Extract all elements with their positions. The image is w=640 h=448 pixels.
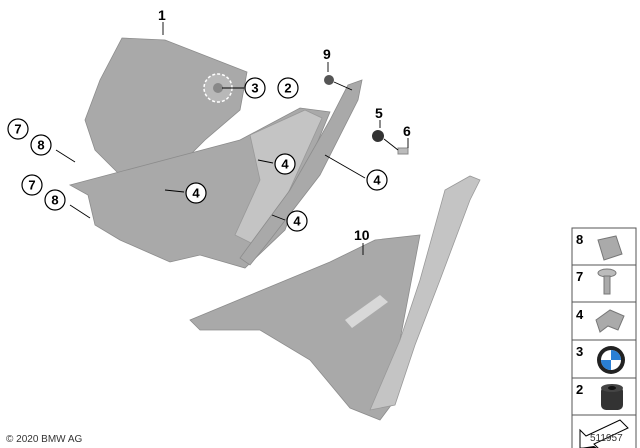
- svg-text:7: 7: [28, 178, 35, 193]
- svg-text:4: 4: [192, 186, 200, 201]
- legend-number-8: 8: [576, 232, 583, 247]
- part-6-screw: [397, 147, 409, 155]
- callout-3: 3: [244, 77, 266, 99]
- svg-text:4: 4: [373, 173, 381, 188]
- part-5-grommet: [372, 130, 384, 142]
- spring-clip-icon: [595, 309, 625, 333]
- svg-text:2: 2: [284, 81, 291, 96]
- svg-text:7: 7: [14, 122, 21, 137]
- leader-lines: [55, 22, 409, 255]
- svg-text:8: 8: [51, 193, 58, 208]
- screw-icon: [597, 268, 617, 295]
- callout-4: 4: [185, 182, 207, 204]
- part-1-cover: [84, 37, 248, 176]
- legend-number-3: 3: [576, 344, 583, 359]
- callout-4: 4: [274, 153, 296, 175]
- svg-text:8: 8: [37, 138, 44, 153]
- copyright: © 2020 BMW AG: [6, 434, 83, 445]
- callout-4: 4: [286, 210, 308, 232]
- callout-2: 2: [277, 77, 299, 99]
- legend-number-4: 4: [576, 307, 584, 322]
- svg-text:4: 4: [281, 157, 289, 172]
- legend-number-7: 7: [576, 269, 583, 284]
- rubber-grommet-icon: [601, 384, 623, 410]
- part-10-side-panel: [189, 175, 481, 421]
- legend-panel: 8 7 4 3 2: [571, 227, 637, 448]
- callout-10: 10: [354, 227, 370, 243]
- clip-nut-icon: [597, 235, 623, 261]
- callout-4: 4: [366, 169, 388, 191]
- legend-number-2: 2: [576, 382, 583, 397]
- svg-text:4: 4: [293, 214, 301, 229]
- callout-8: 8: [44, 189, 66, 211]
- callout-1: 1: [158, 7, 166, 23]
- callout-5: 5: [375, 105, 383, 121]
- callout-7: 7: [7, 118, 29, 140]
- callout-9: 9: [323, 46, 331, 62]
- bmw-emblem-icon: [597, 346, 625, 374]
- part-9-nut: [324, 75, 334, 85]
- callout-7: 7: [21, 174, 43, 196]
- callout-8: 8: [30, 134, 52, 156]
- diagram-number: 511957: [590, 433, 623, 444]
- part-bracket: [239, 79, 363, 266]
- callout-6: 6: [403, 123, 411, 139]
- svg-text:3: 3: [251, 81, 258, 96]
